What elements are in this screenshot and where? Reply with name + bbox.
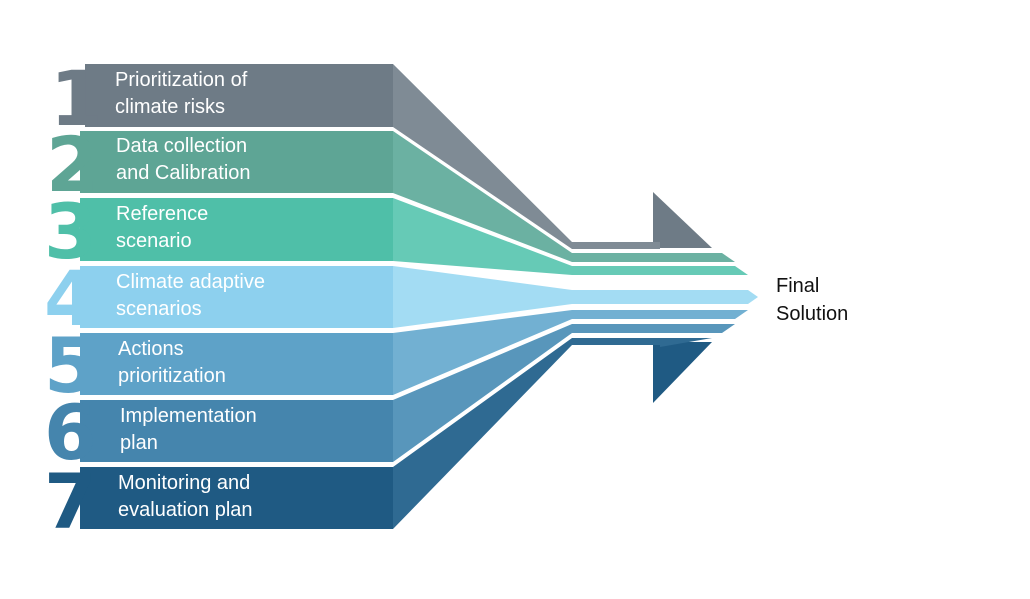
stripe-3-taper [393, 198, 748, 275]
stripe-2-body [80, 131, 393, 193]
stripe-3-body [80, 198, 393, 261]
step-6-number: 6 [44, 388, 97, 477]
step-4-label-line-1: Climate adaptive [116, 271, 265, 293]
step-4-label-line-2: scenarios [116, 298, 202, 320]
step-5: 5 Actions prioritization [44, 310, 748, 410]
stripe-7-taper [393, 338, 712, 529]
stripe-5-body [80, 333, 393, 395]
step-7-number: 7 [44, 457, 97, 546]
stripe-7-body [80, 467, 393, 529]
stripe-6-taper [393, 324, 735, 462]
stripe-1-taper [393, 64, 660, 249]
stripe-1-body [85, 64, 393, 127]
step-1-label-line-1: Prioritization of [115, 69, 248, 91]
step-3-number: 3 [44, 187, 97, 276]
step-3: 3 Reference scenario [44, 187, 748, 276]
step-7-label-line-2: evaluation plan [118, 499, 253, 521]
step-5-label-line-1: Actions [118, 338, 184, 360]
step-3-label-line-1: Reference [116, 203, 208, 225]
step-7: 7 Monitoring and evaluation plan [44, 338, 712, 546]
step-2-number: 2 [46, 120, 99, 209]
step-3-label-line-2: scenario [116, 230, 192, 252]
stripe-2-taper [393, 131, 735, 262]
step-6: 6 Implementation plan [44, 324, 735, 477]
arrowhead-upper [653, 192, 712, 248]
step-6-label-line-1: Implementation [120, 405, 257, 427]
step-4: 4 Climate adaptive scenarios [44, 254, 758, 343]
step-1-number: 1 [50, 54, 103, 143]
final-solution-label-line-1: Final [776, 275, 819, 297]
step-1: 1 Prioritization of climate risks [50, 54, 660, 249]
step-2-label-line-2: and Calibration [116, 162, 251, 184]
arrowhead-lower [653, 342, 712, 403]
stripe-4-taper [393, 266, 758, 328]
final-solution-label-line-2: Solution [776, 303, 848, 325]
step-2-label-line-1: Data collection [116, 135, 247, 157]
stripe-6-body [80, 400, 393, 462]
step-5-label-line-2: prioritization [118, 365, 226, 387]
step-7-label-line-1: Monitoring and [118, 472, 250, 494]
stripe-4-body [80, 266, 393, 328]
step-1-label-line-2: climate risks [115, 96, 225, 118]
step-6-label-line-2: plan [120, 432, 158, 454]
step-2: 2 Data collection and Calibration [46, 120, 735, 262]
step-5-number: 5 [44, 321, 97, 410]
step-4-number: 4 [44, 254, 97, 343]
stripe-5-taper [393, 310, 748, 395]
